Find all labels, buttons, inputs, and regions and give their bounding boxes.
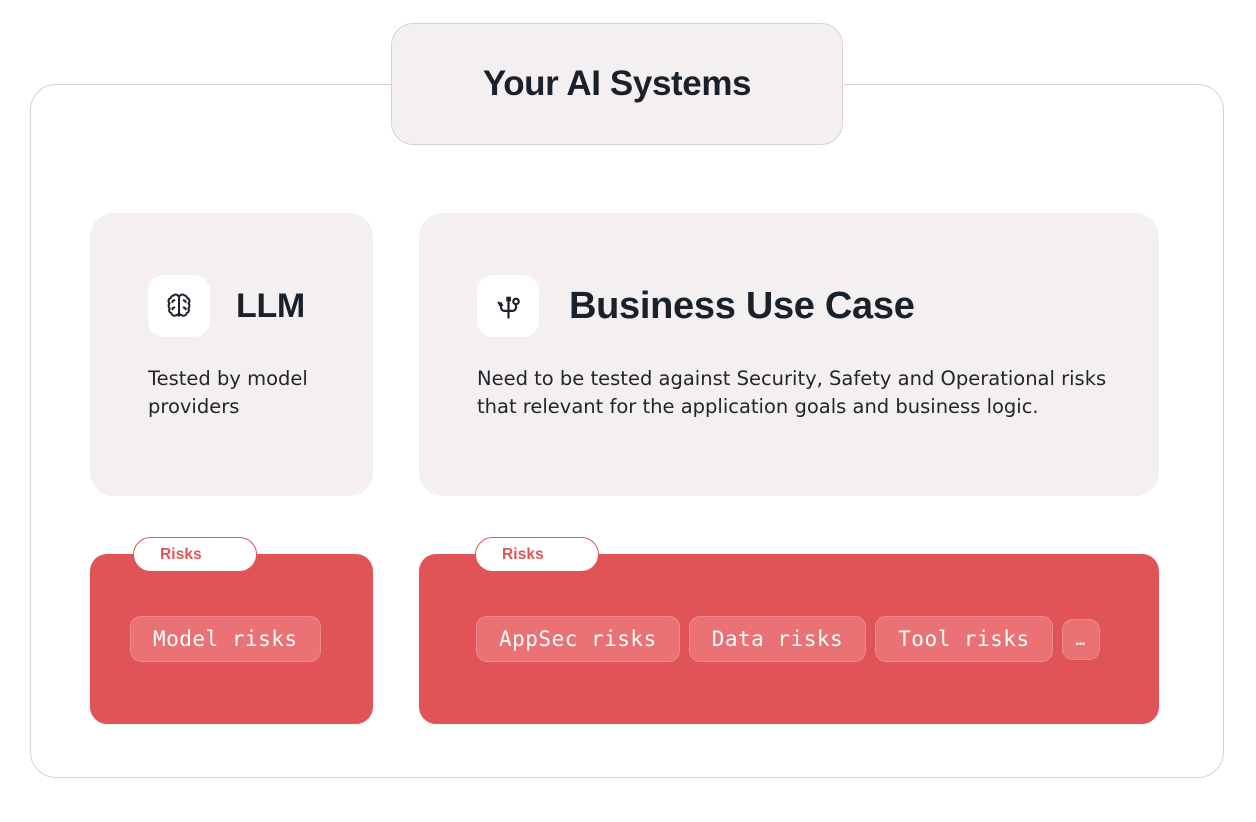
risk-pill-llm: Risks: [133, 537, 257, 572]
card-business-use-case-title: Business Use Case: [569, 284, 915, 327]
risk-box-business-use-case: AppSec risks Data risks Tool risks …: [419, 554, 1159, 724]
risk-pill-label: Risks: [160, 545, 202, 563]
diagram-content: LLM Tested by model providers Model risk…: [90, 213, 1160, 724]
card-business-use-case: Business Use Case Need to be tested agai…: [419, 213, 1159, 496]
risk-block-llm: Model risks Risks: [90, 537, 373, 724]
title-badge: Your AI Systems: [391, 23, 843, 145]
risk-chip[interactable]: Data risks: [688, 616, 867, 662]
column-business-use-case: Business Use Case Need to be tested agai…: [419, 213, 1159, 724]
card-business-use-case-header: Business Use Case: [477, 275, 1119, 337]
page-title: Your AI Systems: [482, 64, 752, 103]
brain-icon: [148, 275, 210, 337]
risk-chip-more[interactable]: …: [1061, 618, 1101, 660]
card-llm-header: LLM: [148, 275, 345, 337]
risk-block-business-use-case: AppSec risks Data risks Tool risks … Ris…: [419, 537, 1159, 724]
risk-chip[interactable]: Tool risks: [875, 616, 1053, 662]
risk-chip[interactable]: AppSec risks: [476, 616, 680, 662]
risk-pill-business-use-case: Risks: [475, 537, 599, 572]
card-business-use-case-description: Need to be tested against Security, Safe…: [477, 367, 1107, 418]
risk-box-llm: Model risks: [90, 554, 373, 724]
card-llm-description: Tested by model providers: [148, 367, 308, 418]
column-llm: LLM Tested by model providers Model risk…: [90, 213, 373, 724]
risk-pill-label: Risks: [502, 545, 544, 563]
card-llm-title: LLM: [236, 286, 305, 325]
risk-chip[interactable]: Model risks: [130, 616, 321, 662]
card-llm: LLM Tested by model providers: [90, 213, 373, 496]
usb-connector-icon: [477, 275, 539, 337]
